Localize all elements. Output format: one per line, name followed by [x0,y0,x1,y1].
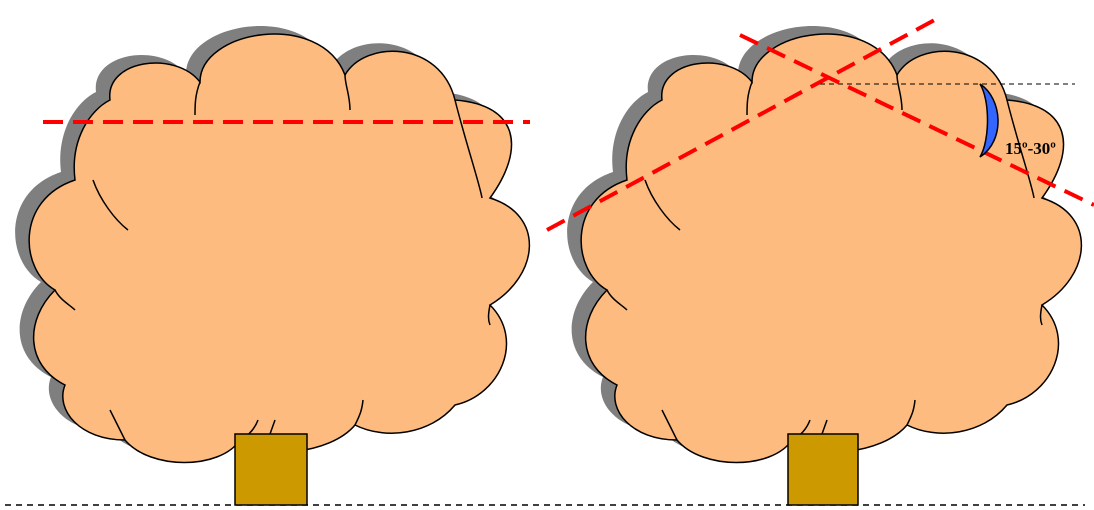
tree-left [15,26,530,505]
tree-trunk [235,434,307,505]
angle-label: 15º-30º [1005,139,1056,158]
tree-right [567,26,1081,505]
tree-trunk [788,434,858,505]
